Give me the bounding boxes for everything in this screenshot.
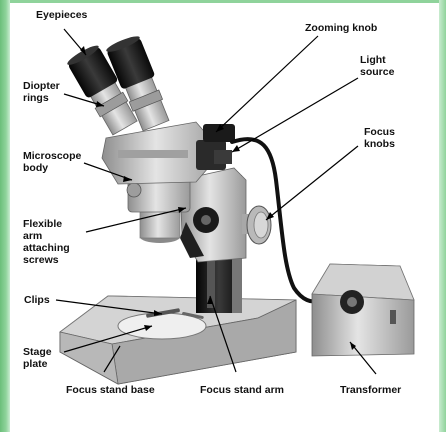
label-stage-plate: Stage plate <box>23 346 52 370</box>
label-zooming-knob: Zooming knob <box>305 22 377 34</box>
label-clips: Clips <box>24 294 50 306</box>
label-transformer: Transformer <box>340 384 401 396</box>
label-focus-knobs: Focus knobs <box>364 126 395 150</box>
label-light-source: Light source <box>360 54 394 78</box>
label-diopter-rings: Diopter rings <box>23 80 60 104</box>
label-microscope-body: Microscope body <box>23 150 81 174</box>
label-focus-stand-arm: Focus stand arm <box>200 384 284 396</box>
label-flexible-arm: Flexible arm attaching screws <box>23 218 70 266</box>
label-eyepieces: Eyepieces <box>36 9 87 21</box>
label-focus-stand-base: Focus stand base <box>66 384 155 396</box>
transformer-shape <box>312 264 414 356</box>
leader-focus-knobs <box>266 146 358 220</box>
leader-light-source <box>232 78 358 152</box>
leader-zooming-knob <box>216 36 318 132</box>
